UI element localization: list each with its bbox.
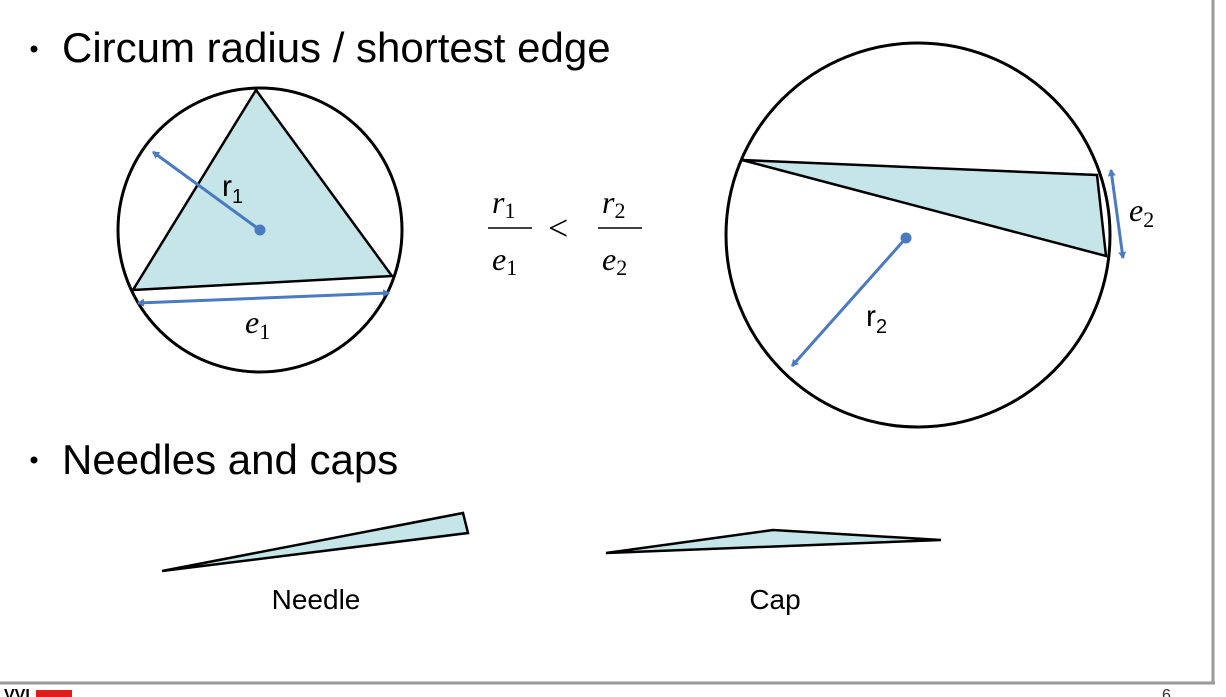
cap-shape — [605, 528, 942, 555]
formula-num-right: r2 — [602, 184, 625, 223]
footer-logo-text: VVI — [4, 687, 30, 697]
left-figure: r1 e1 — [116, 86, 404, 374]
formula-den-right-main: e — [602, 241, 616, 277]
ratio-formula: r1 e1 < r2 e2 — [488, 184, 642, 280]
right-edge-label-sub: 2 — [1143, 207, 1154, 232]
formula-operator: < — [548, 208, 568, 248]
left-triangle — [130, 87, 395, 292]
left-radius-arrow — [152, 150, 261, 232]
left-edge-label-sub: 1 — [259, 319, 270, 344]
bullet-dot-2 — [30, 456, 38, 464]
footer-logo-red-block — [36, 690, 72, 697]
formula-num-left-main: r — [492, 184, 505, 220]
right-edge-label: e2 — [1129, 192, 1154, 232]
formula-den-right-sub: 2 — [616, 255, 627, 280]
right-center-dot — [900, 232, 912, 244]
formula-num-right-sub: 2 — [614, 198, 625, 223]
left-radius-label-main: r — [222, 170, 232, 203]
formula-num-left: r1 — [492, 184, 515, 223]
formula-den-left-main: e — [492, 241, 506, 277]
left-edge-label-main: e — [245, 304, 259, 340]
right-radius-label-sub: 2 — [876, 316, 887, 338]
right-radius-label: r2 — [866, 300, 887, 338]
bullet-text-needles-caps: Needles and caps — [62, 436, 398, 483]
right-triangle — [741, 158, 1108, 258]
formula-num-left-sub: 1 — [504, 198, 515, 223]
right-figure: r2 e2 — [724, 41, 1154, 429]
footer-page-number: 6 — [1162, 687, 1171, 697]
left-edge-label: e1 — [245, 304, 270, 344]
right-radius-arrow — [790, 237, 908, 367]
right-radius-label-main: r — [866, 300, 876, 333]
formula-den-right: e2 — [602, 241, 627, 280]
left-radius-label-sub: 1 — [232, 186, 243, 208]
left-circumcircle — [116, 86, 404, 374]
formula-den-left-sub: 1 — [506, 255, 517, 280]
right-edge-label-main: e — [1129, 192, 1143, 228]
left-radius-label: r1 — [222, 170, 243, 208]
bullet-dot-1 — [30, 45, 38, 53]
cap-label: Cap — [749, 584, 800, 615]
bullet-text-circum-radius: Circum radius / shortest edge — [62, 24, 611, 71]
formula-num-right-main: r — [602, 184, 615, 220]
left-center-dot — [254, 224, 266, 236]
formula-den-left: e1 — [492, 241, 517, 280]
right-edge-arrow — [1107, 169, 1127, 259]
needle-shape — [161, 511, 470, 573]
needle-label: Needle — [272, 584, 361, 615]
left-edge-arrow — [137, 289, 390, 307]
